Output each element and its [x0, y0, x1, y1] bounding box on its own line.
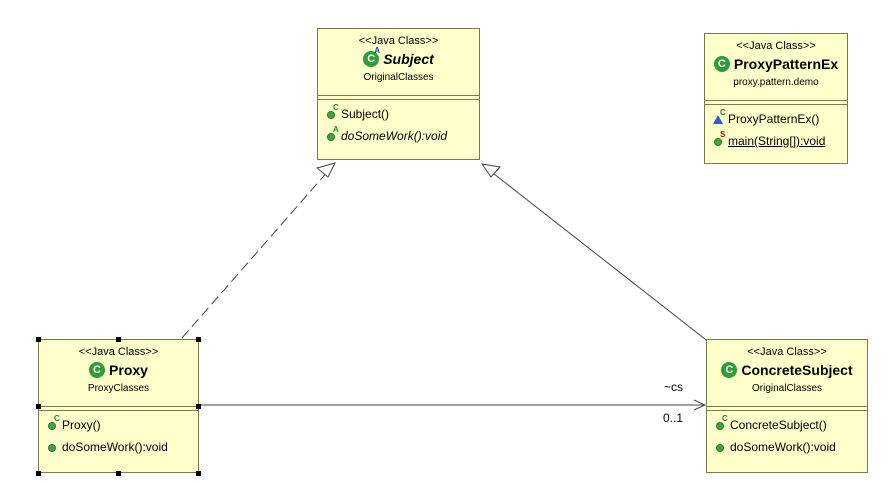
concrete-generalization-line [488, 169, 711, 344]
public-constructor-icon: C [715, 415, 728, 431]
class-name-row: C ConcreteSubject [707, 361, 867, 379]
operations-compartment: C Subject() A doSomeWork():void [318, 100, 479, 151]
member-constructor[interactable]: C ConcreteSubject() [715, 414, 863, 436]
operations-divider [705, 104, 847, 105]
class-concrete-subject[interactable]: <<Java Class>> C ConcreteSubject Origina… [706, 339, 868, 473]
member-label: main(String[]):void [728, 134, 826, 148]
class-header: <<Java Class>> C Proxy ProxyClasses [39, 340, 198, 406]
class-name: Proxy [109, 362, 148, 378]
member-method[interactable]: A doSomeWork():void [326, 125, 475, 147]
class-icon: C [721, 362, 738, 378]
association-arrowhead [693, 399, 707, 411]
class-name: Subject [383, 51, 434, 67]
operations-divider [318, 99, 479, 100]
association-role-label: ~cs [664, 380, 684, 394]
selection-handle[interactable] [36, 337, 41, 342]
selection-handle[interactable] [116, 471, 121, 476]
operations-compartment: C Proxy() doSomeWork():void [39, 411, 198, 462]
public-method-icon [47, 441, 59, 453]
class-name-row: C ProxyPatternEx [705, 55, 847, 73]
package-label: proxy.pattern.demo [733, 77, 819, 88]
stereotype-label: <<Java Class>> [747, 346, 827, 358]
member-method[interactable]: doSomeWork():void [715, 436, 863, 458]
public-static-method-icon: S [713, 131, 725, 147]
operations-compartment: C ProxyPatternEx() S main(String[]):void [705, 105, 847, 156]
selection-handle[interactable] [196, 337, 201, 342]
package-label: ProxyClasses [87, 383, 150, 394]
public-method-icon [715, 441, 727, 453]
public-abstract-method-icon: A [326, 126, 339, 142]
member-constructor[interactable]: C ProxyPatternEx() [713, 108, 843, 130]
association-multiplicity-label: 0..1 [663, 411, 684, 425]
member-label: Subject() [341, 107, 390, 121]
member-label: doSomeWork():void [62, 440, 168, 454]
member-label: doSomeWork():void [730, 440, 836, 454]
attributes-compartment [318, 95, 479, 99]
public-constructor-icon: C [326, 104, 339, 120]
selection-handle[interactable] [196, 471, 201, 476]
stereotype-label: <<Java Class>> [358, 35, 439, 47]
class-icon: C [89, 362, 106, 378]
concrete-generalization-arrowhead [480, 163, 501, 178]
attributes-compartment [707, 406, 867, 410]
operations-divider [39, 410, 198, 411]
member-method[interactable]: S main(String[]):void [713, 130, 843, 152]
member-constructor[interactable]: C Subject() [326, 103, 475, 125]
class-proxy-pattern-ex[interactable]: <<Java Class>> C ProxyPatternEx proxy.pa… [704, 33, 848, 164]
member-constructor[interactable]: C Proxy() [47, 414, 194, 436]
member-method[interactable]: doSomeWork():void [47, 436, 194, 458]
attributes-compartment [705, 100, 847, 104]
class-name: ConcreteSubject [741, 362, 853, 378]
package-label: OriginalClasses [751, 383, 823, 394]
member-label: ProxyPatternEx() [728, 112, 820, 126]
selection-handle[interactable] [36, 471, 41, 476]
attributes-compartment [39, 406, 198, 410]
member-label: doSomeWork():void [341, 129, 448, 143]
operations-compartment: C ConcreteSubject() doSomeWork():void [707, 411, 867, 462]
stereotype-label: <<Java Class>> [78, 346, 159, 358]
member-label: Proxy() [62, 418, 101, 432]
stereotype-label: <<Java Class>> [736, 40, 816, 52]
class-proxy[interactable]: <<Java Class>> C Proxy ProxyClasses C Pr… [38, 339, 199, 473]
proxy-generalization-arrowhead [315, 162, 336, 178]
class-name: ProxyPatternEx [733, 56, 839, 72]
proxy-generalization-line [181, 169, 330, 339]
public-constructor-icon: C [47, 415, 60, 431]
selection-handle[interactable] [116, 337, 121, 342]
operations-divider [707, 410, 867, 411]
class-icon: C [713, 56, 730, 72]
class-header: <<Java Class>> C ConcreteSubject Origina… [707, 340, 867, 406]
class-name-row: C Proxy [39, 361, 198, 379]
class-header: <<Java Class>> C ProxyPatternEx proxy.pa… [705, 34, 847, 100]
selection-handle[interactable] [196, 404, 201, 409]
package-constructor-icon: C [713, 109, 726, 125]
selection-handle[interactable] [36, 404, 41, 409]
member-label: ConcreteSubject() [730, 418, 827, 432]
package-label: OriginalClasses [363, 72, 434, 83]
